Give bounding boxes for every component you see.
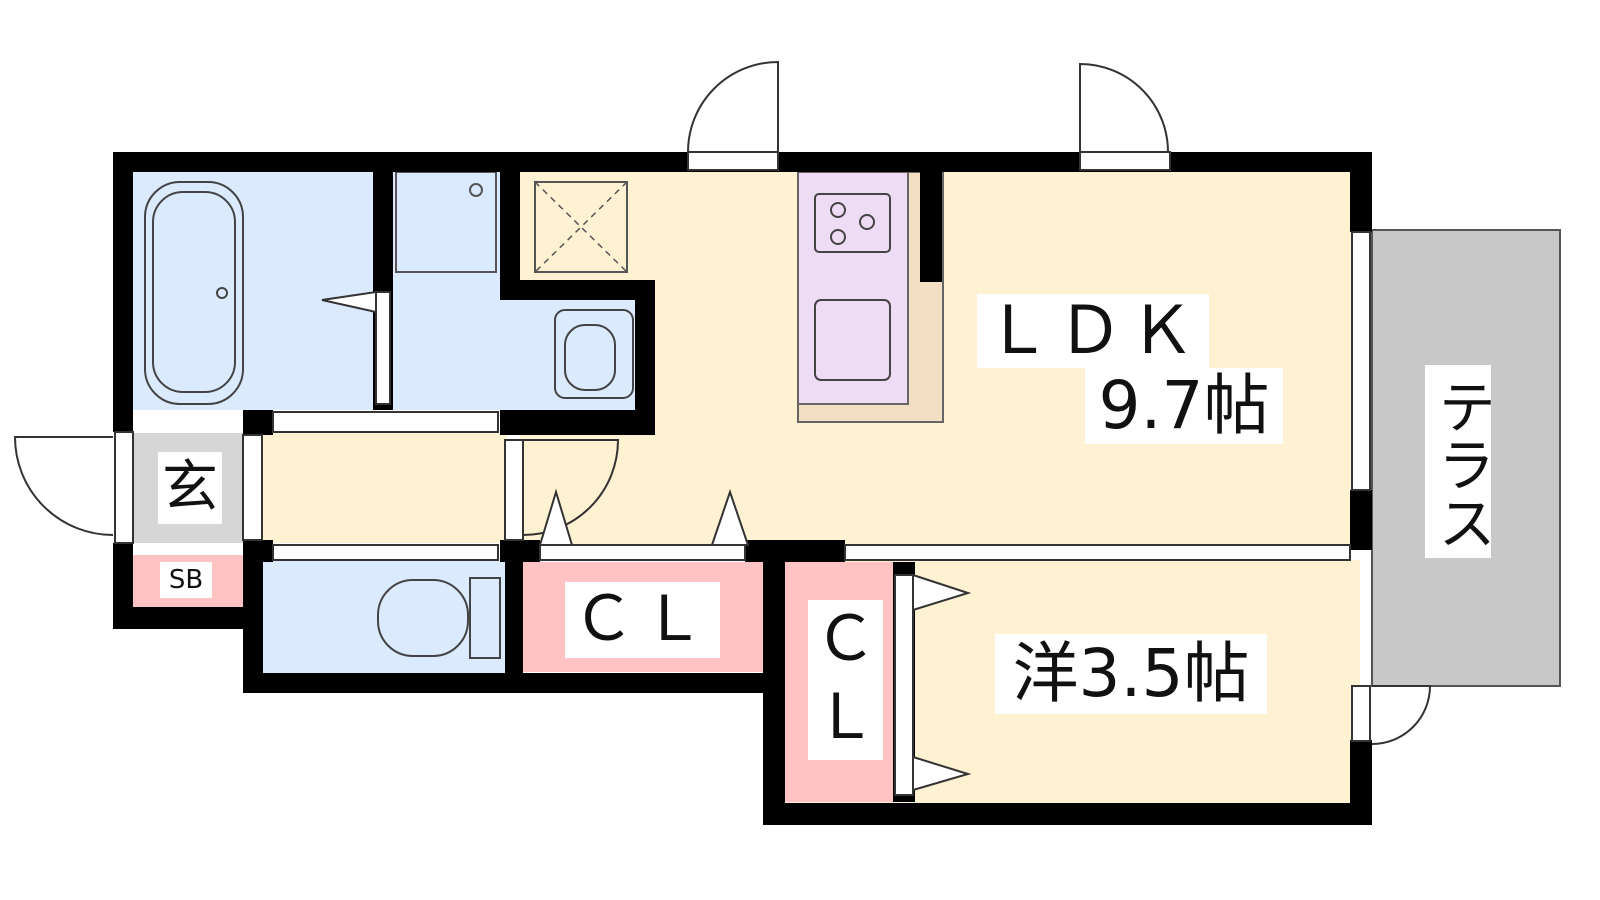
ldk-size-label: 9.7帖	[1085, 368, 1283, 444]
closet1-label: ＣＬ	[565, 582, 720, 658]
washbasin-bowl	[564, 324, 616, 391]
washbasin	[554, 309, 634, 399]
drain	[216, 287, 228, 299]
washroom-floor	[383, 170, 518, 410]
openings	[114, 151, 1371, 796]
washer-drain	[469, 183, 483, 197]
closet2-label-top: Ｃ	[808, 600, 883, 680]
western-room-label: 洋3.5帖	[995, 634, 1267, 714]
ldk-name-label: ＬＤＫ	[977, 294, 1209, 368]
washroom-floor-2	[505, 298, 637, 410]
bathtub-inner	[152, 191, 236, 393]
stove	[814, 193, 891, 253]
toilet-bowl	[377, 579, 469, 657]
bathtub	[144, 181, 244, 405]
toilet-floor	[262, 560, 507, 675]
terrace-label: テラス	[1425, 365, 1496, 558]
bathroom-floor	[133, 170, 383, 410]
burner	[859, 214, 875, 230]
burner	[830, 202, 846, 218]
entrance-label: 玄	[158, 452, 222, 524]
door-arrows	[321, 290, 972, 792]
burner	[830, 229, 846, 245]
shoe-box-label: SB	[160, 562, 212, 598]
fridge-space	[534, 181, 628, 273]
toilet-tank	[469, 577, 501, 659]
sink	[814, 299, 891, 381]
closet2-label-bottom: Ｌ	[808, 680, 883, 760]
hallway-floor	[262, 433, 507, 543]
